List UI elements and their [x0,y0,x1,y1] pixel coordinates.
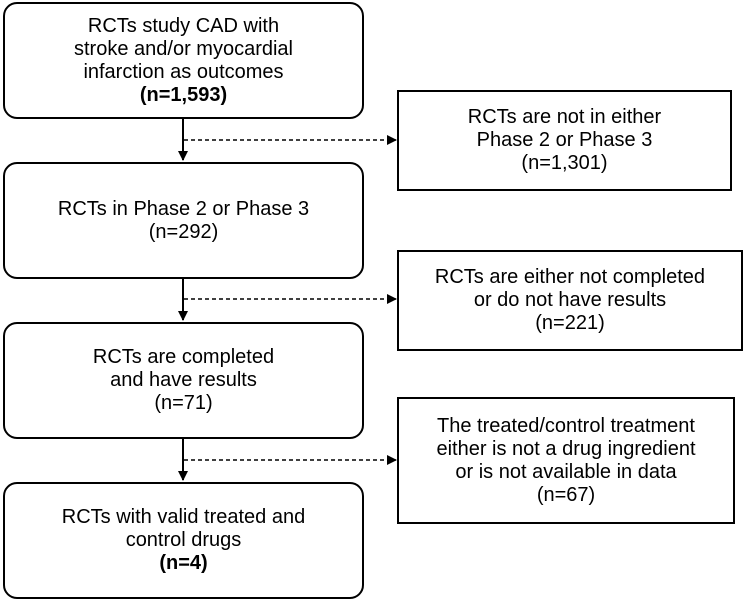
box-excluded-completion: RCTs are either not completed or do not … [397,250,743,351]
box-excluded-phase: RCTs are not in either Phase 2 or Phase … [397,90,732,191]
box-excluded-drug-line-1: The treated/control treatment [437,414,695,437]
box-excluded-phase-count: (n=1,301) [521,152,608,174]
box-completed-line-2: and have results [110,369,257,391]
box-valid-drugs: RCTs with valid treated and control drug… [3,482,364,599]
box-valid-drugs-line-1: RCTs with valid treated and [61,506,306,528]
box-initial-rcts: RCTs study CAD with stroke and/or myocar… [3,2,364,119]
box-phase-2-3-line-1: RCTs in Phase 2 or Phase 3 [57,197,310,220]
box-initial-rcts-line-3: infarction as outcomes [83,60,284,83]
box-completed-count: (n=71) [154,392,213,414]
box-completed-line-1: RCTs are completed [92,346,275,368]
box-excluded-drug-count: (n=67) [536,483,596,506]
box-phase-2-3-count: (n=292) [148,220,219,243]
box-valid-drugs-line-2: control drugs [125,529,242,551]
box-initial-rcts-line-1: RCTs study CAD with [87,14,280,37]
box-excluded-completion-line-1: RCTs are either not completed [434,266,706,288]
box-phase-2-3: RCTs in Phase 2 or Phase 3 (n=292) [3,162,364,279]
box-initial-rcts-count: (n=1,593) [139,83,228,106]
box-excluded-completion-count: (n=221) [535,312,605,334]
box-initial-rcts-line-2: stroke and/or myocardial [74,37,293,60]
box-excluded-drug-line-3: or is not available in data [455,460,677,483]
box-excluded-phase-line-2: Phase 2 or Phase 3 [476,129,653,151]
box-excluded-completion-line-2: or do not have results [473,289,667,311]
box-excluded-phase-line-1: RCTs are not in either [467,106,662,128]
box-excluded-drug: The treated/control treatment either is … [397,397,735,524]
box-valid-drugs-count: (n=4) [159,552,208,574]
box-excluded-drug-line-2: either is not a drug ingredient [436,437,696,460]
box-completed: RCTs are completed and have results (n=7… [3,322,364,439]
